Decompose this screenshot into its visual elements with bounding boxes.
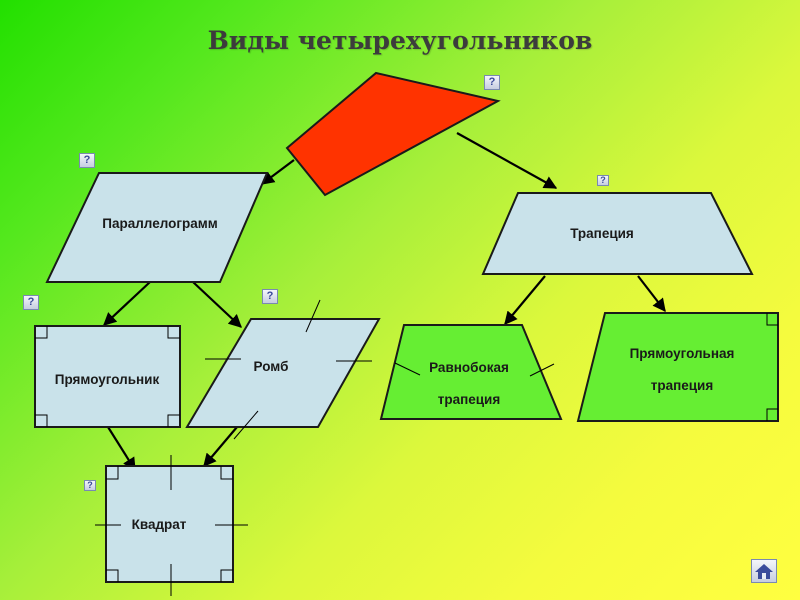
isosceles-trapezoid-label-line1: Равнобокая	[429, 360, 509, 375]
question-mark-icon: ?	[266, 290, 274, 302]
quadrilateral-shape[interactable]	[285, 71, 501, 197]
parallelogram-node[interactable]: Параллелограмм	[45, 172, 269, 283]
right-trapezoid-shape	[576, 312, 779, 422]
question-mark-icon: ?	[87, 480, 93, 490]
page-title: Виды четырехугольников	[207, 26, 593, 55]
arrow-parallelogram-to-rhombus	[192, 281, 242, 328]
trapezoid-label: Трапеция	[570, 226, 634, 241]
arrow-quadrilateral-to-parallelogram	[260, 159, 295, 185]
rhombus-label: Ромб	[254, 359, 289, 374]
right-trapezoid-node[interactable]: Прямоугольная трапеция	[576, 312, 779, 422]
question-mark-icon: ?	[83, 154, 91, 166]
connectors	[103, 132, 666, 472]
parallelogram-shape	[45, 172, 269, 283]
square-shape	[105, 465, 234, 583]
arrow-parallelogram-to-rectangle	[103, 281, 151, 326]
right-angle-marks	[766, 313, 778, 421]
help-button-square[interactable]: ?	[84, 480, 96, 491]
equal-leg-marks	[394, 362, 555, 377]
rectangle-label: Прямоугольник	[55, 372, 160, 387]
square-label: Квадрат	[132, 517, 187, 532]
trapezoid-shape	[481, 192, 754, 275]
help-button-rectangle[interactable]: ?	[23, 295, 39, 310]
arrow-rhombus-to-square	[203, 426, 238, 468]
help-button-rhombus[interactable]: ?	[262, 289, 278, 304]
help-button-quadrilateral[interactable]: ?	[484, 75, 500, 90]
rectangle-node[interactable]: Прямоугольник	[34, 325, 181, 428]
question-mark-icon: ?	[600, 175, 606, 185]
home-button[interactable]	[751, 559, 777, 583]
right-angle-marks	[35, 326, 180, 427]
arrow-quadrilateral-to-trapezoid	[456, 132, 558, 189]
rhombus-node[interactable]: Ромб	[185, 299, 381, 440]
arrow-rectangle-to-square	[107, 426, 136, 472]
parallelogram-label: Параллелограмм	[102, 216, 217, 231]
isosceles-trapezoid-node[interactable]: Равнобокая трапеция	[379, 324, 563, 420]
home-icon	[755, 564, 773, 579]
equal-side-marks	[95, 455, 248, 596]
isosceles-trapezoid-shape	[379, 324, 563, 420]
rectangle-shape	[34, 325, 181, 428]
question-mark-icon: ?	[488, 76, 496, 88]
rhombus-shape	[185, 318, 381, 428]
help-button-trapezoid[interactable]: ?	[597, 175, 609, 186]
help-button-parallelogram[interactable]: ?	[79, 153, 95, 168]
trapezoid-node[interactable]: Трапеция	[481, 192, 754, 275]
question-mark-icon: ?	[27, 296, 35, 308]
square-node[interactable]: Квадрат	[95, 455, 248, 596]
right-trapezoid-label-line2: трапеция	[651, 378, 714, 393]
equal-side-marks	[205, 299, 372, 440]
arrow-trapezoid-to-isosceles	[504, 275, 546, 326]
right-angle-marks	[106, 466, 233, 582]
arrow-trapezoid-to-right-trapezoid	[637, 275, 666, 313]
right-trapezoid-label-line1: Прямоугольная	[630, 346, 735, 361]
isosceles-trapezoid-label-line2: трапеция	[438, 392, 501, 407]
